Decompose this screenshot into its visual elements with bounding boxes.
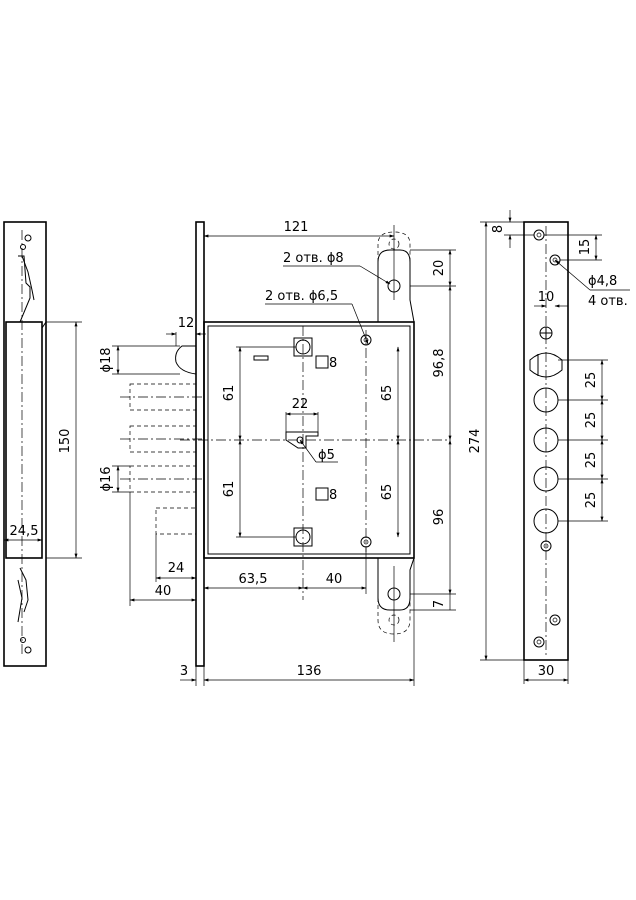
leader-holes-6-5-arrow: [351, 303, 369, 345]
dim-136-label: 136: [297, 664, 322, 679]
dim-12-label: 12: [178, 316, 195, 331]
square-8-lower: [315, 487, 329, 501]
dim-18-label: ϕ18: [99, 347, 114, 372]
faceplate-front-outline: [523, 221, 569, 661]
dim-s10-label: 10: [538, 290, 555, 305]
strike-plate-bend-bottom: [19, 567, 29, 613]
dim-s30-label: 30: [538, 664, 555, 679]
leader-5: [299, 439, 317, 463]
case-screw-lower-core: [363, 539, 369, 545]
top-tab-hidden: [377, 231, 411, 262]
bottom-tab-hidden: [377, 598, 411, 635]
latch-bolt: [175, 345, 197, 375]
note-holes-6-5: 2 отв. ϕ6,5: [265, 289, 338, 304]
square-8-upper: [315, 355, 329, 369]
front-hole-bottom-left-core: [536, 639, 542, 645]
dim-61-lower-label: 61: [222, 481, 237, 498]
strike-plate-hole-bottom: [24, 646, 32, 654]
front-hole-top-left: [533, 229, 545, 241]
note-holes-4-8-b: 4 отв.: [588, 294, 628, 309]
dim-65-upper-label: 65: [380, 385, 395, 402]
front-screw-lower-core: [543, 543, 549, 549]
cylinder-cam: [285, 431, 319, 449]
faceplate-front-view: 274 8 15 ϕ4,8 4 отв. 10 25 25 25 25: [468, 210, 630, 684]
dim-150-label: 150: [58, 429, 73, 454]
dim-96-8-label: 96,8: [432, 349, 447, 378]
strike-plate-bend-bottom-2: [17, 579, 23, 623]
latch-opening: [529, 352, 563, 378]
leader-holes-8-arrow: [359, 265, 391, 285]
front-screw-upper-cross: [540, 327, 552, 339]
dim-96-label: 96: [432, 509, 447, 526]
dim-121-label: 121: [284, 220, 309, 235]
dim-20-label: 20: [432, 260, 447, 277]
dim-16-label: ϕ16: [99, 466, 114, 491]
dim-24-5-label: 24,5: [10, 524, 39, 539]
dim-274-label: 274: [468, 429, 483, 454]
note-holes-8: 2 отв. ϕ8: [283, 251, 344, 266]
dim-s15-label: 15: [578, 239, 593, 256]
dim-22-label: 22: [292, 397, 309, 412]
square-8-upper-label: 8: [329, 356, 337, 371]
dim-61-upper-label: 61: [222, 385, 237, 402]
top-mounting-tab: [377, 249, 415, 323]
front-hole-bottom-left: [533, 636, 545, 648]
dim-s25-2-label: 25: [584, 412, 599, 429]
strike-plate-view: 150 24,5: [3, 221, 82, 667]
indicator-mark: [253, 355, 269, 361]
dim-s25-3-label: 25: [584, 452, 599, 469]
strike-plate-hole-top: [24, 234, 32, 242]
square-8-lower-label: 8: [329, 488, 337, 503]
dim-7-label: 7: [432, 600, 447, 608]
dim-s8-label: 8: [491, 225, 506, 233]
strike-plate-bend-top: [18, 255, 31, 323]
dim-40-right-label: 40: [326, 572, 343, 587]
dim-3-label: 3: [180, 664, 188, 679]
leader-4-8: [554, 259, 591, 291]
front-hole-bottom-right: [549, 614, 561, 626]
strike-plate-screw-top: [20, 244, 26, 250]
note-holes-4-8-a: ϕ4,8: [588, 274, 617, 289]
strike-plate-bend-top-2: [21, 255, 35, 301]
dim-s25-4-label: 25: [584, 492, 599, 509]
dim-24-label: 24: [168, 561, 185, 576]
bottom-mounting-tab: [377, 557, 415, 611]
deadbolts-hidden: [120, 383, 204, 535]
strike-plate-outline: [3, 221, 47, 667]
dim-s25-1-label: 25: [584, 372, 599, 389]
dim-5-label: ϕ5: [318, 448, 335, 463]
front-hole-top-left-core: [536, 232, 542, 238]
dim-63-5-label: 63,5: [239, 572, 268, 587]
front-hole-bottom-right-core: [552, 617, 558, 623]
dim-65-lower-label: 65: [380, 484, 395, 501]
faceplate: [195, 221, 205, 667]
strike-plate-pocket: [5, 321, 43, 559]
front-screw-lower: [540, 540, 552, 552]
strike-plate-pocket-edge: [41, 321, 47, 329]
lock-body-view: 8 8 121 2 отв. ϕ8 2 отв. ϕ6,5 20 96,8: [99, 220, 456, 686]
dim-40-left-label: 40: [155, 584, 172, 599]
strike-plate-screw-bottom: [20, 637, 26, 643]
deadbolt-bottom: [155, 507, 197, 535]
